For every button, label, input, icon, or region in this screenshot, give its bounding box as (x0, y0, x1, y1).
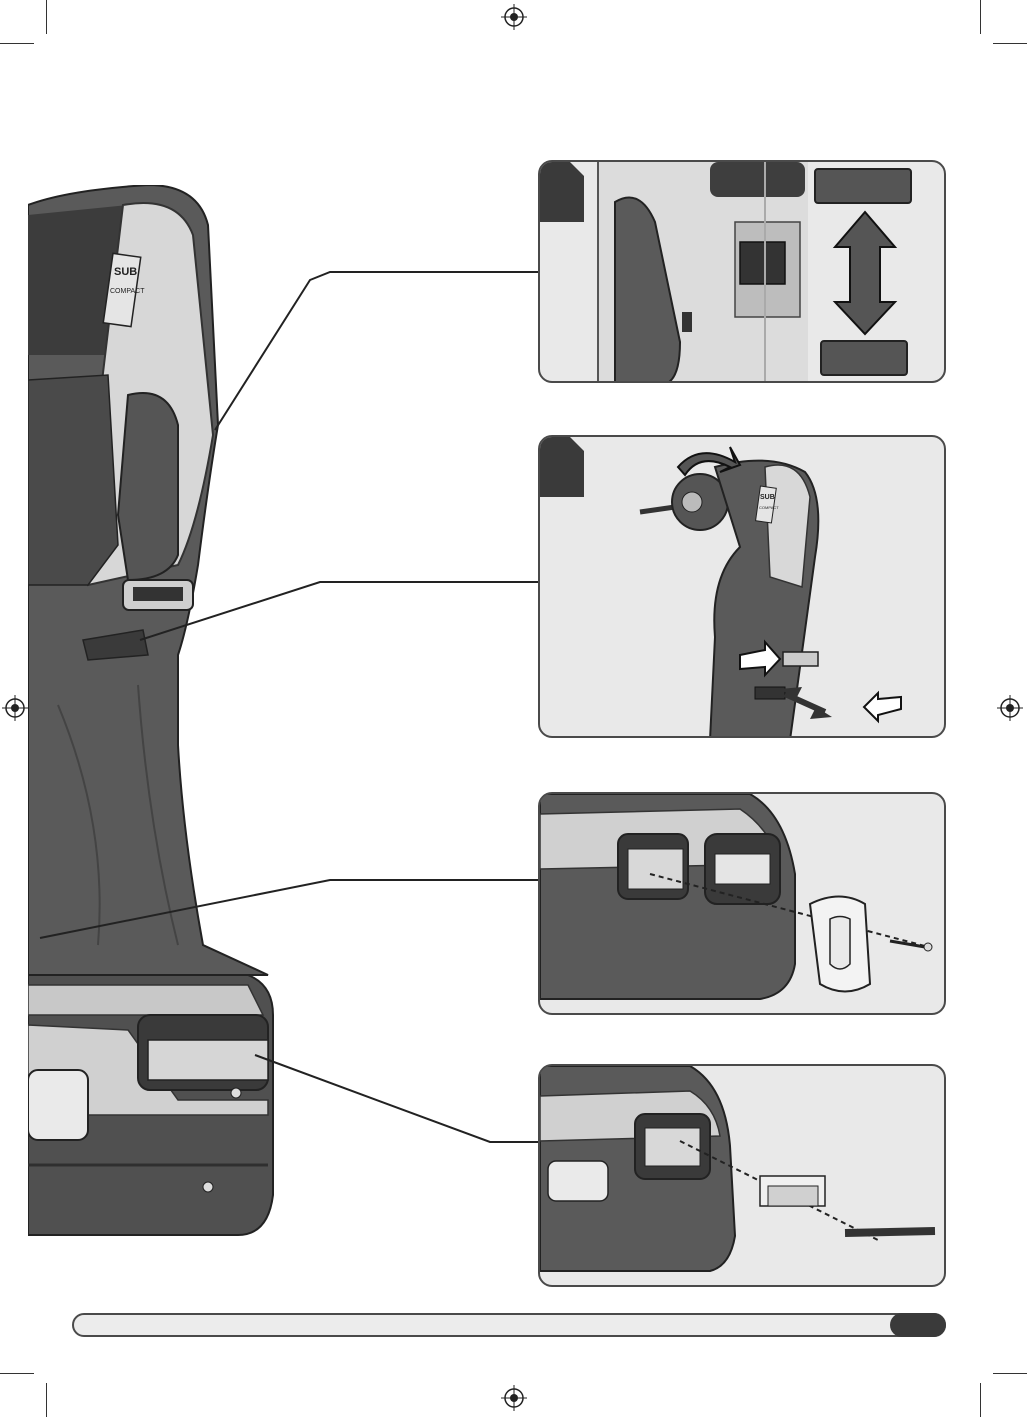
panel-direction-switch: SUB COMPACT (538, 435, 946, 738)
panel-speed-selector (538, 160, 946, 383)
registration-mark-bottom-icon (501, 1385, 527, 1411)
registration-mark-right-icon (997, 695, 1023, 721)
panel-bit-holder (538, 1064, 946, 1287)
speed-high-label (814, 168, 912, 204)
page-number-badge (890, 1313, 946, 1337)
bit-holder-illustration (540, 1066, 946, 1287)
footer-bar (72, 1313, 946, 1337)
mini-badge-compact: COMPACT (759, 505, 779, 510)
panel-belt-clip (538, 792, 946, 1015)
speed-low-label (820, 340, 908, 376)
mini-badge-sub: SUB (760, 494, 775, 501)
belt-clip-illustration (540, 794, 946, 1015)
chuck-direction-illustration: SUB COMPACT (540, 437, 946, 738)
leader-lines (0, 0, 540, 1300)
